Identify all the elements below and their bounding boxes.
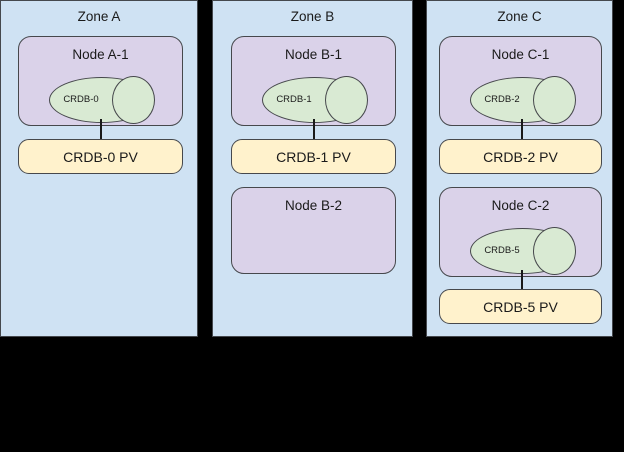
node-title-b-1: Node B-1 <box>284 47 343 62</box>
pod-cylinder-crdb-2[interactable]: CRDB-2 <box>470 76 576 124</box>
pod-label-crdb-5: CRDB-5 <box>484 245 520 256</box>
pod-label-crdb-1: CRDB-1 <box>276 94 312 105</box>
pv-box-crdb-2[interactable]: CRDB-2 PV <box>439 139 602 174</box>
pod-cylinder-crdb-0[interactable]: CRDB-0 <box>49 76 155 124</box>
zone-title-a: Zone A <box>77 9 121 24</box>
zone-container-a[interactable]: Zone A Node A-1 CRDB-0 CRDB-0 PV <box>0 0 198 337</box>
node-box-b-2[interactable]: Node B-2 <box>231 187 396 274</box>
node-box-a-1[interactable]: Node A-1 CRDB-0 <box>18 36 183 126</box>
node-box-c-2[interactable]: Node C-2 CRDB-5 <box>439 187 602 277</box>
pod-label-crdb-0: CRDB-0 <box>63 94 99 105</box>
connector-node-b-1-to-pv <box>313 119 315 141</box>
cylinder-cap-icon <box>533 76 576 124</box>
cylinder-cap-icon <box>112 76 155 124</box>
pv-box-crdb-1[interactable]: CRDB-1 PV <box>231 139 396 174</box>
zone-container-c[interactable]: Zone C Node C-1 CRDB-2 CRDB-2 PV Node C-… <box>426 0 613 337</box>
pv-label-crdb-2: CRDB-2 PV <box>483 148 558 165</box>
node-title-c-1: Node C-1 <box>491 47 550 62</box>
zone-container-b[interactable]: Zone B Node B-1 CRDB-1 CRDB-1 PV Node B-… <box>212 0 413 337</box>
zone-title-b: Zone B <box>290 9 335 24</box>
node-title-c-2: Node C-2 <box>491 198 550 213</box>
node-box-b-1[interactable]: Node B-1 CRDB-1 <box>231 36 396 126</box>
cylinder-cap-icon <box>325 76 368 124</box>
pv-label-crdb-5: CRDB-5 PV <box>483 298 558 315</box>
pod-label-crdb-2: CRDB-2 <box>484 94 520 105</box>
connector-node-c-2-to-pv <box>521 270 523 292</box>
node-box-c-1[interactable]: Node C-1 CRDB-2 <box>439 36 602 126</box>
connector-node-c-1-to-pv <box>521 119 523 141</box>
connector-node-a-1-to-pv <box>100 119 102 141</box>
pod-cylinder-crdb-1[interactable]: CRDB-1 <box>262 76 368 124</box>
pv-box-crdb-0[interactable]: CRDB-0 PV <box>18 139 183 174</box>
node-title-a-1: Node A-1 <box>72 47 129 62</box>
node-title-b-2: Node B-2 <box>284 198 343 213</box>
pv-box-crdb-5[interactable]: CRDB-5 PV <box>439 289 602 324</box>
pod-cylinder-crdb-5[interactable]: CRDB-5 <box>470 227 576 275</box>
pv-label-crdb-0: CRDB-0 PV <box>63 148 138 165</box>
pv-label-crdb-1: CRDB-1 PV <box>276 148 351 165</box>
cylinder-cap-icon <box>533 227 576 275</box>
zone-title-c: Zone C <box>497 9 542 24</box>
